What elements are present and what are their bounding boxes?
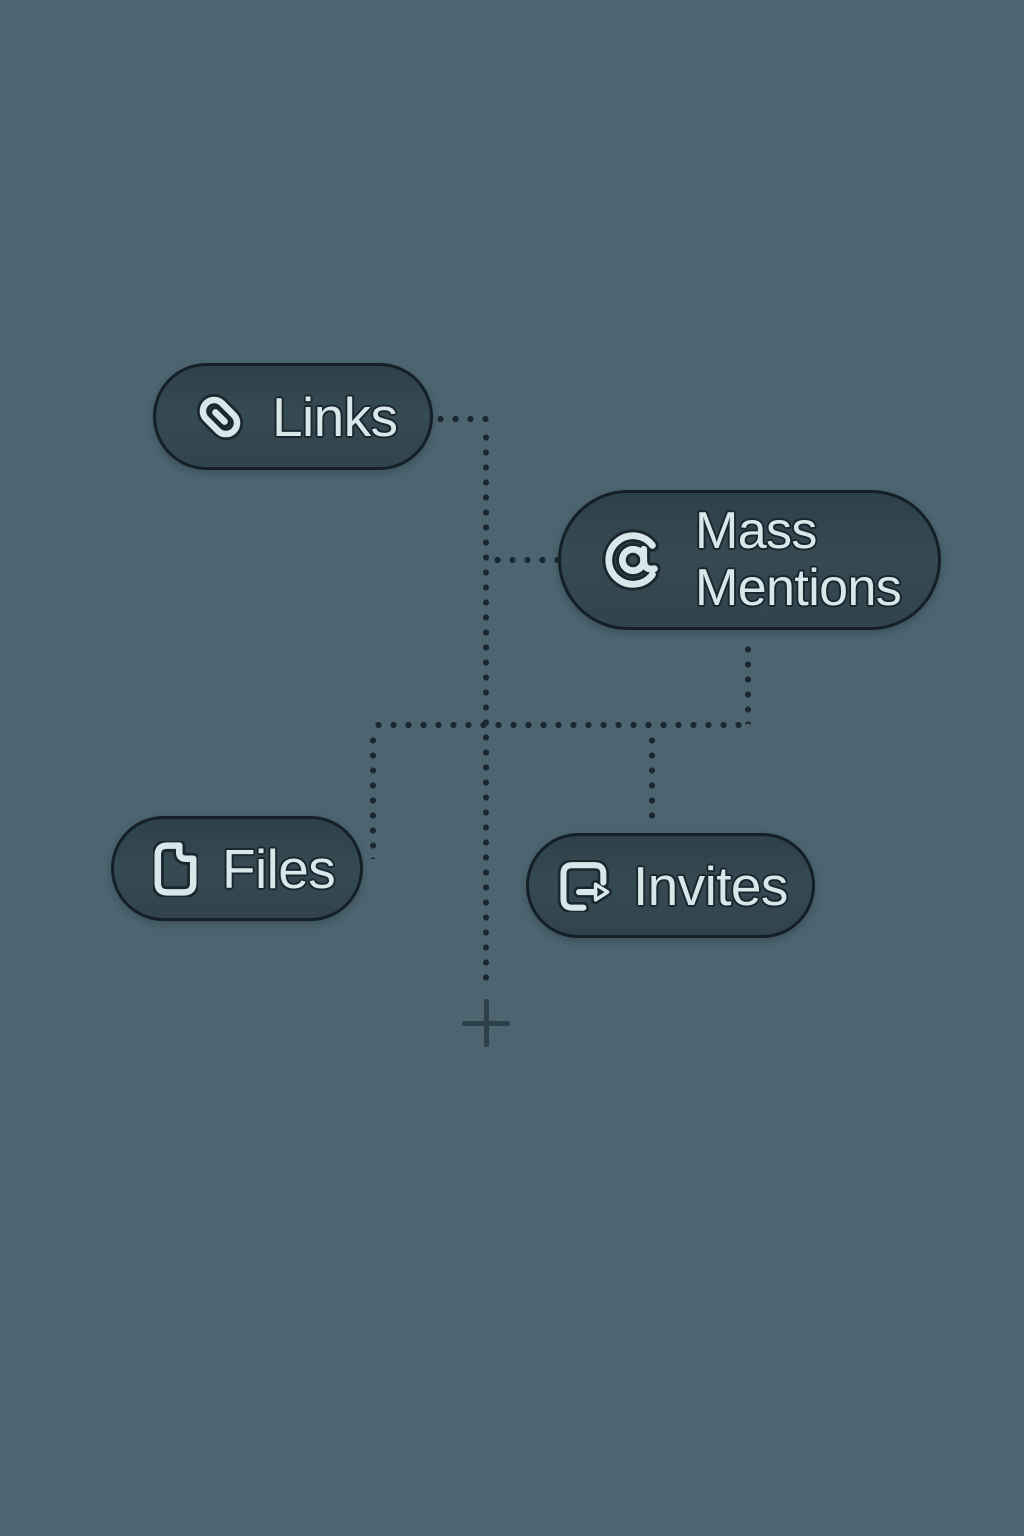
badge-links-label: Links [272, 385, 398, 448]
connector-center-vertical [482, 430, 490, 988]
badge-mass-mentions-label: Mass Mentions [695, 502, 902, 617]
connector-drop-to-files [369, 733, 377, 859]
badge-invites-label: Invites [633, 854, 788, 917]
connector-main-horizontal [371, 721, 751, 729]
at-mention-icon [602, 529, 661, 591]
connector-mass-mentions-drop [744, 642, 752, 724]
badge-invites: Invites [526, 833, 815, 938]
connector-center-to-mass-mentions [490, 556, 558, 564]
invite-arrow-icon [558, 859, 612, 912]
file-icon [153, 840, 198, 897]
mass-mentions-line1: Mass [695, 502, 817, 560]
badge-files-label: Files [222, 837, 336, 900]
connector-drop-to-invites [648, 733, 656, 825]
link-icon [196, 393, 244, 440]
badge-links: Links [153, 363, 433, 470]
badge-mass-mentions: Mass Mentions [558, 490, 941, 630]
connector-links-to-center [433, 415, 490, 423]
mass-mentions-line2: Mentions [695, 559, 902, 617]
badge-files: Files [111, 816, 363, 921]
plus-icon [462, 999, 510, 1047]
